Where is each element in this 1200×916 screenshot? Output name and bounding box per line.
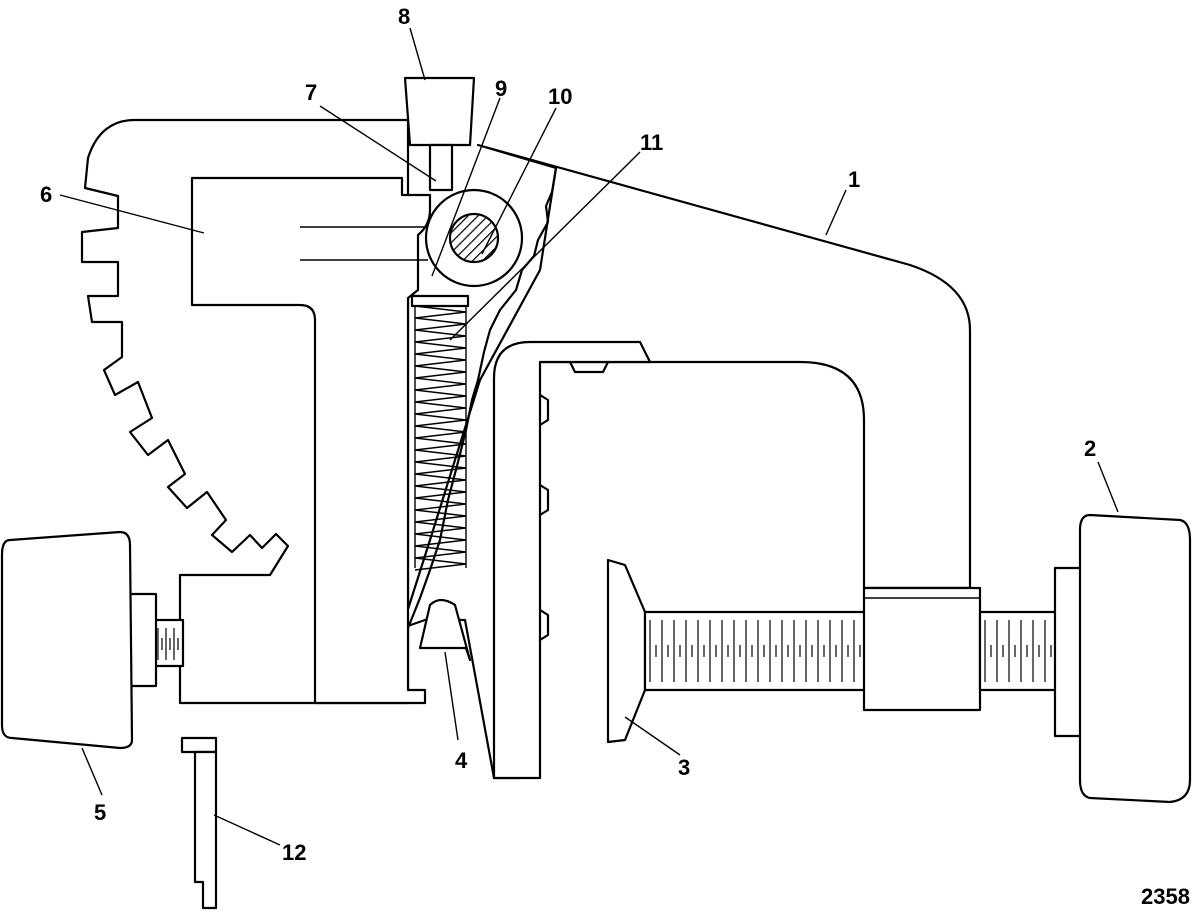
- lever-plate: [190, 176, 432, 705]
- leader-lines: [59, 27, 1119, 846]
- callout-8: 8: [398, 4, 410, 29]
- callout-5: 5: [94, 800, 106, 825]
- callout-11: 11: [640, 130, 663, 155]
- screw-thread: [649, 620, 861, 682]
- callout-6: 6: [40, 182, 52, 207]
- callout-9: 9: [495, 76, 507, 101]
- callout-labels: 1 2 3 4 5 6 7 8 9 10 11 12 2358: [40, 4, 1190, 909]
- left-handle-knob: [0, 530, 185, 750]
- top-knob: [403, 76, 476, 192]
- callout-12: 12: [282, 840, 306, 865]
- clamp-screw: [606, 558, 867, 744]
- callout-3: 3: [678, 755, 690, 780]
- swivel-bracket: [492, 340, 652, 780]
- callout-10: 10: [548, 84, 572, 109]
- figure-number: 2358: [1141, 884, 1190, 909]
- serrated-guide: [406, 166, 558, 630]
- retaining-pin: [180, 736, 218, 910]
- spring: [410, 294, 470, 571]
- pad: [418, 598, 472, 662]
- callout-1: 1: [848, 167, 860, 192]
- right-handle-knob: [1053, 513, 1192, 804]
- callout-2: 2: [1084, 436, 1096, 461]
- nut-block: [862, 586, 982, 712]
- pivot-pin: [448, 212, 500, 264]
- callout-4: 4: [455, 748, 468, 773]
- right-shaft: [978, 610, 1060, 692]
- pivot-assembly: [424, 188, 524, 288]
- callout-7: 7: [305, 80, 317, 105]
